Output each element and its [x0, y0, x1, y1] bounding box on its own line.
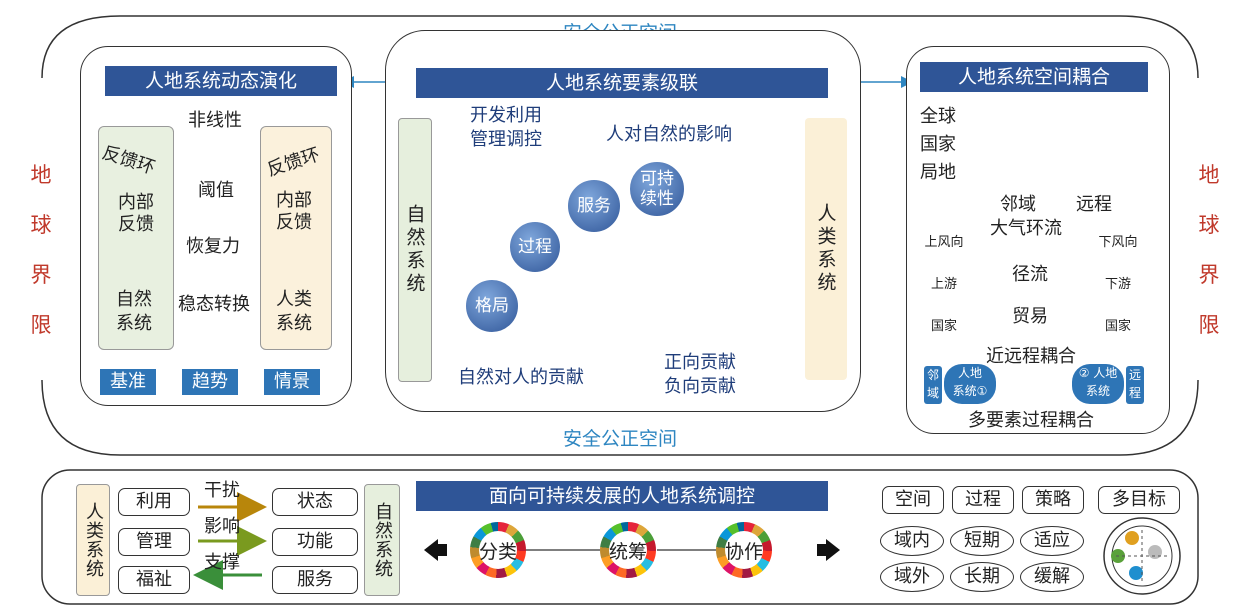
nature-item-service: 服务: [272, 566, 358, 594]
ring-coordinate-label: 统筹: [609, 531, 647, 569]
oval-short-term: 短期: [950, 526, 1014, 556]
regulation-title: 面向可持续发展的人地系统调控: [416, 481, 828, 511]
ring-collaborate-label: 协作: [725, 531, 763, 569]
earth-boundary-right: 地球界限: [1198, 163, 1220, 337]
flow-baseline: 基准: [100, 369, 156, 395]
nature-contribution-label: 自然对人的贡献: [458, 367, 584, 388]
human-item-manage: 管理: [118, 528, 190, 556]
row-atmosphere-label: 大气环流: [990, 218, 1062, 239]
bubble-sustainability: 可持 续性: [628, 160, 686, 218]
nature-item-state: 状态: [272, 488, 358, 516]
oval-mitigate: 缓解: [1020, 562, 1084, 592]
ring-classify-label: 分类: [479, 531, 517, 569]
row-trade-left: 国家: [918, 316, 970, 338]
neighbor-side-box: 邻 域: [924, 366, 942, 404]
bottom-natural-system: 自然系统: [364, 484, 400, 596]
oval-within-domain: 域内: [880, 526, 944, 556]
row-runoff-left: 上游: [918, 274, 970, 296]
remote-side-box: 远 程: [1126, 366, 1144, 404]
box-space: 空间: [882, 486, 944, 514]
negative-contribution-label: 负向贡献: [664, 376, 736, 397]
bubble-process: 过程: [508, 220, 562, 274]
bubble-service: 服务: [566, 178, 622, 234]
threshold-label: 阈值: [198, 180, 234, 201]
near-far-coupling-label: 近远程耦合: [986, 346, 1076, 367]
dynamic-evolution-title: 人地系统动态演化: [105, 66, 337, 96]
flow-scenario: 情景: [264, 369, 320, 395]
bottom-human-system: 人类系统: [76, 484, 110, 596]
natural-system-label: 自然 系统: [116, 289, 152, 334]
internal-feedback-left: 内部 反馈: [118, 192, 154, 235]
develop-manage-label: 开发利用 管理调控: [470, 105, 542, 150]
natural-system-bar: 自然系统: [398, 118, 432, 382]
row-trade-label: 贸易: [1012, 306, 1048, 327]
nature-item-function: 功能: [272, 528, 358, 556]
bubble-pattern: 格局: [464, 278, 520, 334]
arrow-label-disturb: 干扰: [204, 480, 240, 501]
human-system-bar: 人类系统: [805, 118, 847, 380]
element-cascade-title: 人地系统要素级联: [416, 68, 828, 98]
resilience-label: 恢复力: [186, 236, 240, 257]
ring-coordinate: 统筹: [600, 522, 656, 578]
ring-classify: 分类: [470, 522, 526, 578]
scale-global: 全球: [920, 106, 956, 127]
arrow-label-support: 支撑: [204, 552, 240, 573]
box-strategy: 策略: [1022, 486, 1084, 514]
human-system-column: [260, 126, 332, 350]
multi-process-coupling-label: 多要素过程耦合: [968, 410, 1094, 431]
human-item-use: 利用: [118, 488, 190, 516]
safe-space-bottom: 安全公正空间: [562, 428, 677, 450]
system-two-box: ② 人地 系统: [1072, 364, 1124, 404]
natural-system-column: [98, 126, 174, 350]
human-item-wellbeing: 福祉: [118, 566, 190, 594]
internal-feedback-right: 内部 反馈: [276, 190, 312, 233]
scale-local: 局地: [920, 162, 956, 183]
oval-adapt: 适应: [1020, 526, 1084, 556]
box-process: 过程: [952, 486, 1014, 514]
earth-boundary-left: 地球界限: [30, 163, 52, 337]
nonlinear-label: 非线性: [188, 110, 242, 131]
system-one-box: 人地 系统①: [944, 364, 996, 404]
flow-trend: 趋势: [182, 369, 238, 395]
row-atmosphere-left: 上风向: [918, 232, 970, 254]
axis-remote: 远程: [1076, 194, 1112, 215]
positive-contribution-label: 正向贡献: [664, 352, 736, 373]
row-atmosphere-right: 下风向: [1090, 232, 1146, 254]
oval-outside-domain: 域外: [880, 562, 944, 592]
oval-long-term: 长期: [950, 562, 1014, 592]
arrow-label-impact: 影响: [204, 516, 240, 537]
axis-neighbor: 邻域: [1000, 194, 1036, 215]
human-system-label: 人类 系统: [276, 289, 312, 334]
spatial-coupling-title: 人地系统空间耦合: [920, 62, 1148, 92]
ring-collaborate: 协作: [716, 522, 772, 578]
human-impact-label: 人对自然的影响: [606, 124, 732, 145]
row-trade-right: 国家: [1090, 316, 1146, 338]
scale-nation: 国家: [920, 134, 956, 155]
row-runoff-label: 径流: [1012, 264, 1048, 285]
row-runoff-right: 下游: [1090, 274, 1146, 296]
box-multi-objective: 多目标: [1098, 486, 1180, 514]
regime-shift-label: 稳态转换: [178, 294, 250, 315]
